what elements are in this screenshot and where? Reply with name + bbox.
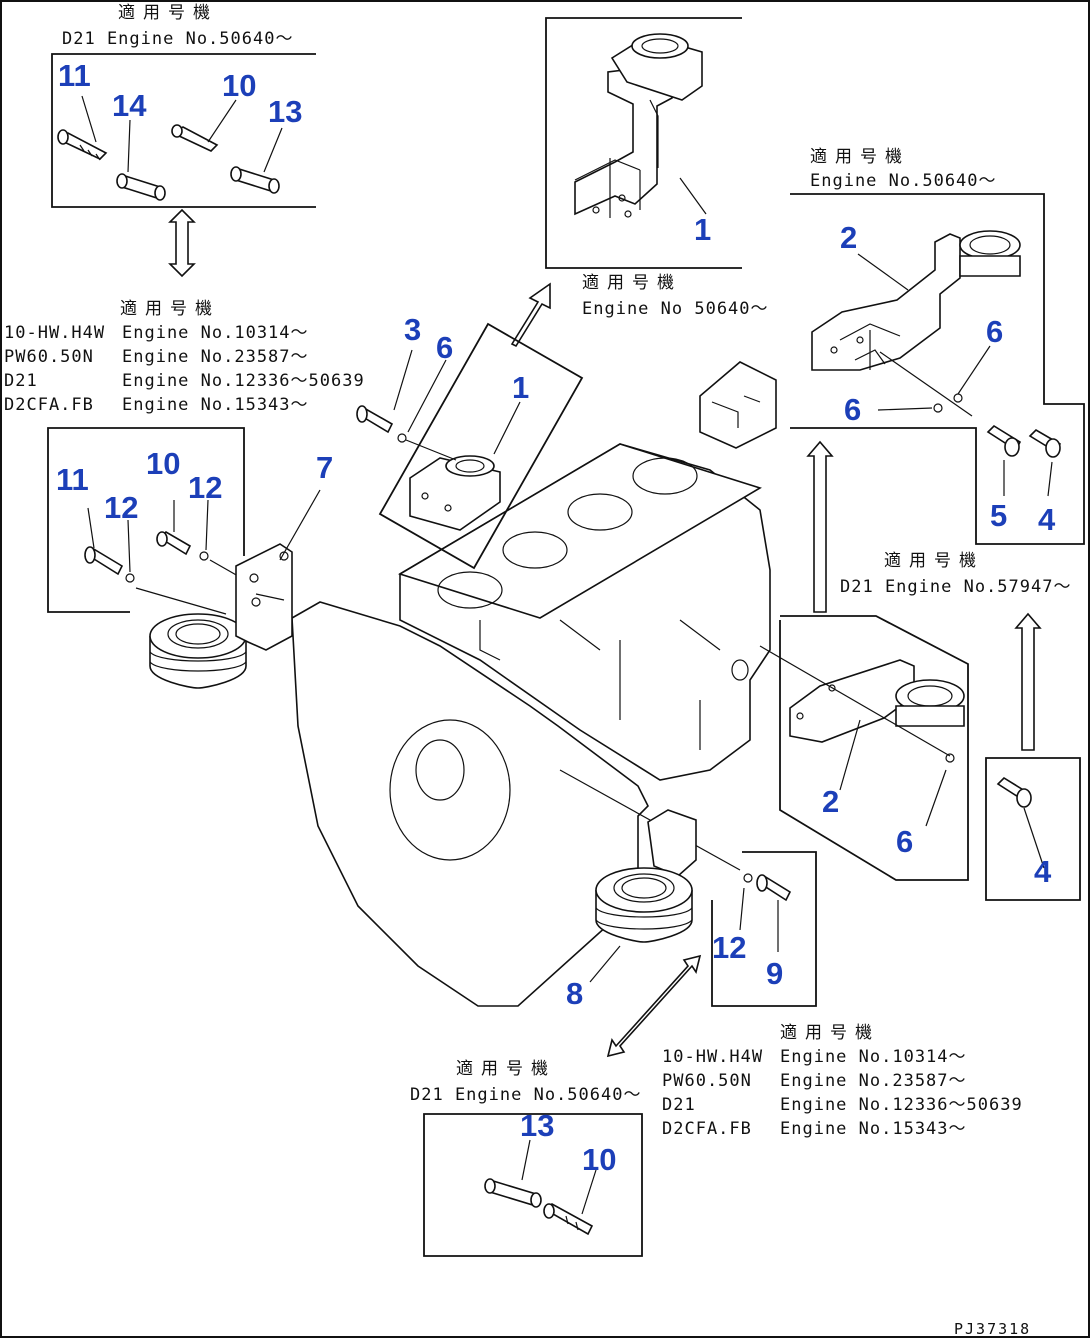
note-left-middle: 適用号機 10-HW.H4W Engine No.10314～ PW60.50N…	[4, 299, 365, 415]
note-engine: Engine No.10314～	[780, 1047, 967, 1067]
engine-block	[291, 361, 777, 1007]
note-engine: Engine No.12336～50639	[122, 371, 365, 391]
mounting-bracket-part	[811, 230, 1021, 371]
bolt-part	[84, 546, 124, 576]
arrow-diagonal	[510, 282, 551, 348]
callout-2: 2	[840, 220, 857, 255]
detail-box-top-left: 11 14 10 13	[51, 53, 316, 208]
note-model: D21	[4, 371, 38, 391]
note-heading: 適用号機	[884, 551, 984, 571]
sleeve-part	[484, 1178, 542, 1208]
drawing-code: PJ37318	[954, 1320, 1031, 1338]
callout-1: 1	[694, 212, 711, 247]
note-engine: Engine No.15343～	[780, 1119, 967, 1139]
detail-box-top-right: 2 6 6 5 4	[790, 193, 1085, 545]
callout-10: 10	[146, 446, 180, 481]
callout-11: 11	[58, 58, 91, 93]
callout-2: 2	[822, 784, 839, 819]
bolt-part	[356, 405, 394, 434]
mounting-bracket-part	[409, 455, 501, 531]
note-model: PW60.50N	[662, 1071, 752, 1091]
callout-3: 3	[404, 312, 421, 347]
note-bottom-right: 適用号機 10-HW.H4W Engine No.10314～ PW60.50N…	[662, 1023, 1023, 1139]
rubber-mount-left: 7	[149, 450, 333, 689]
bolt-part	[986, 424, 1022, 457]
note-top-right: 適用号機 Engine No.50640～	[810, 147, 997, 191]
detail-box-right-middle: 2 6	[759, 615, 969, 881]
sleeve-part	[116, 173, 166, 201]
detail-box-bottom-center: 13 10	[423, 1108, 643, 1257]
note-model: 10-HW.H4W	[662, 1047, 763, 1067]
callout-6: 6	[986, 314, 1003, 349]
arrow-vertical-up-right	[1014, 612, 1042, 751]
callout-13: 13	[268, 94, 302, 129]
callout-10: 10	[582, 1142, 616, 1177]
note-model: D21	[662, 1095, 696, 1115]
bolt-part	[171, 124, 219, 152]
callout-5: 5	[990, 498, 1007, 533]
note-engine: Engine No.10314～	[122, 323, 309, 343]
bolt-part	[57, 129, 108, 161]
callout-4: 4	[1034, 854, 1052, 889]
detail-box-right-small: 4	[985, 757, 1081, 901]
note-model: D2CFA.FB	[662, 1119, 752, 1139]
note-center-top: 適用号機 Engine No 50640～	[582, 273, 769, 319]
note-heading: 適用号機	[118, 3, 218, 23]
note-line: D21 Engine No.57947～	[840, 577, 1071, 597]
note-line: D21 Engine No.50640～	[410, 1085, 641, 1105]
note-line: D21 Engine No.50640～	[62, 29, 293, 49]
bolt-part	[1028, 428, 1062, 458]
note-model: 10-HW.H4W	[4, 323, 105, 343]
note-heading: 適用号機	[780, 1023, 880, 1043]
note-heading: 適用号機	[456, 1059, 556, 1079]
note-model: D2CFA.FB	[4, 395, 94, 415]
callout-14: 14	[112, 88, 147, 123]
rubber-mount-bottom: 8	[559, 769, 741, 1011]
note-model: PW60.50N	[4, 347, 94, 367]
callout-12: 12	[188, 470, 222, 505]
note-engine: Engine No.12336～50639	[780, 1095, 1023, 1115]
bolt-part	[996, 776, 1032, 808]
note-engine: Engine No.15343～	[122, 395, 309, 415]
note-bottom-center: 適用号機 D21 Engine No.50640～	[410, 1059, 641, 1105]
callout-8: 8	[566, 976, 583, 1011]
note-top-left: 適用号機 D21 Engine No.50640～	[62, 3, 293, 49]
note-engine: Engine No.23587～	[122, 347, 309, 367]
note-heading: 適用号機	[810, 147, 910, 167]
callout-1: 1	[512, 370, 529, 405]
callout-10: 10	[222, 68, 256, 103]
callout-12: 12	[104, 490, 138, 525]
mounting-bracket-part	[574, 33, 703, 218]
double-arrow-vertical	[168, 208, 196, 278]
double-arrow-diagonal	[606, 954, 702, 1058]
detail-box-center-top: 1	[545, 17, 742, 269]
callout-9: 9	[766, 956, 783, 991]
note-engine: Engine No.23587～	[780, 1071, 967, 1091]
callout-6: 6	[844, 392, 861, 427]
bolt-part	[156, 530, 192, 556]
callout-6: 6	[896, 824, 913, 859]
note-heading: 適用号機	[120, 299, 220, 319]
bolt-part	[756, 874, 792, 902]
callout-13: 13	[520, 1108, 554, 1143]
callout-6: 6	[436, 330, 453, 365]
note-right-middle: 適用号機 D21 Engine No.57947～	[840, 551, 1071, 597]
note-line: Engine No 50640～	[582, 299, 769, 319]
callout-12: 12	[712, 930, 746, 965]
detail-box-bottom: 12 9	[711, 851, 817, 1007]
sleeve-part	[230, 166, 280, 194]
mounting-bracket-part	[789, 659, 965, 743]
callout-7: 7	[316, 450, 333, 485]
arrow-vertical-up	[806, 440, 834, 613]
callout-4: 4	[1038, 502, 1056, 537]
bolt-part	[543, 1203, 594, 1236]
note-heading: 適用号機	[582, 273, 682, 293]
note-line: Engine No.50640～	[810, 171, 997, 191]
callout-11: 11	[56, 462, 89, 497]
center-bracket-callout: 3 6 1	[356, 312, 584, 570]
